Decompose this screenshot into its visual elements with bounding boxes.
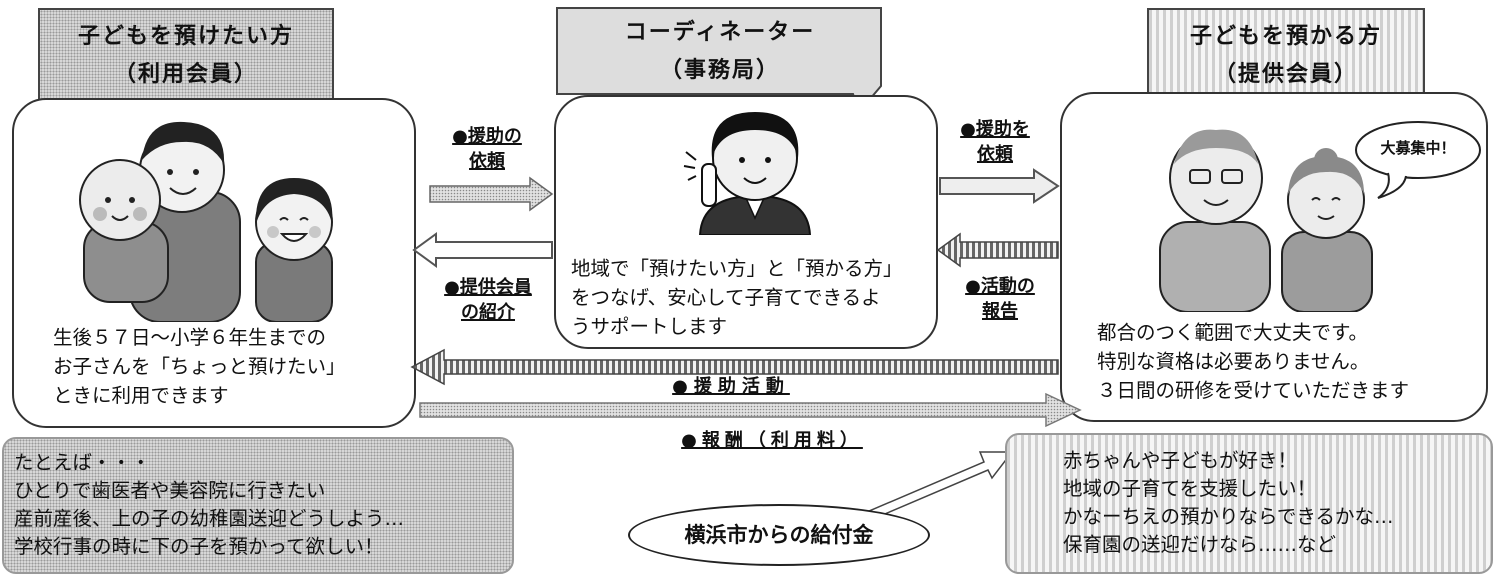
label-line: ●援助活動	[672, 376, 790, 397]
label-line: ●援助の	[452, 126, 522, 147]
coordinator-header-line2: （事務局）	[659, 58, 780, 83]
provider-example-line: 赤ちゃんや子どもが好き！	[1063, 449, 1298, 472]
coordinator-desc-line: 地域で「預けたい方」と「預かる方」	[571, 257, 903, 280]
subsidy-label: 横浜市からの給付金	[684, 523, 874, 547]
provider-example-line: かなーちえの預かりならできるかな…	[1063, 505, 1394, 528]
subsidy-ellipse	[628, 504, 930, 566]
coordinator-description: 地域で「預けたい方」と「預かる方」 をつなげ、安心して子育てできるよ うサポート…	[571, 254, 903, 341]
provider-example-line: 地域の子育てを支援したい！	[1063, 477, 1317, 500]
user-desc-line: ときに利用できます	[53, 384, 229, 407]
provider-desc-line: 都合のつく範囲で大丈夫です。	[1097, 321, 1369, 344]
user-example-line: たとえば・・・	[14, 451, 151, 474]
provider-member-description: 都合のつく範囲で大丈夫です。 特別な資格は必要ありません。 ３日間の研修を受けて…	[1097, 318, 1409, 405]
user-member-header-line1: 子どもを預けたい方	[77, 24, 294, 49]
user-example-line: 産前産後、上の子の幼稚園送迎どうしよう…	[14, 507, 405, 530]
label-line: 依頼	[977, 144, 1013, 165]
label-activity-report: ●活動の 報告	[945, 274, 1055, 324]
arrow-remuneration	[419, 392, 1082, 428]
label-request-support-2: ●援助を 依頼	[940, 117, 1050, 167]
recruiting-bubble-shape	[1355, 121, 1481, 199]
user-example-line: ひとりで歯医者や美容院に行きたい	[14, 479, 326, 502]
label-line: ●提供会員	[444, 277, 532, 298]
provider-desc-line: 特別な資格は必要ありません。	[1097, 350, 1370, 373]
user-member-header-line2: （利用会員）	[113, 62, 258, 87]
family-illustration	[79, 121, 333, 322]
user-example-line: 学校行事の時に下の子を預かって欲しい！	[14, 535, 384, 558]
provider-member-header-line2: （提供会員）	[1213, 62, 1358, 87]
coordinator-desc-line: をつなげ、安心して子育てできるよ	[571, 286, 881, 309]
arrow-support-activity	[410, 348, 1059, 386]
recruiting-bubble-text: 大募集中！	[1380, 139, 1456, 157]
user-examples-box: たとえば・・・ ひとりで歯医者や美容院に行きたい 産前産後、上の子の幼稚園送迎ど…	[2, 437, 514, 574]
coordinator-illustration	[683, 112, 812, 235]
arrow-request-support-2	[939, 168, 1060, 204]
label-line: 依頼	[469, 151, 505, 172]
coordinator-header: コーディネーター （事務局）	[557, 8, 883, 92]
user-member-description: 生後５７日～小学６年生までの お子さんを「ちょっと預けたい」 ときに利用できます	[53, 323, 346, 410]
provider-member-header-line1: 子どもを預かる方	[1189, 24, 1382, 49]
provider-example-line: 保育園の送迎だけなら……など	[1063, 533, 1337, 556]
label-line: ●活動の	[965, 276, 1035, 297]
elderly-couple-illustration	[1159, 129, 1373, 312]
coordinator-header-line1: コーディネーター	[624, 20, 816, 45]
label-request-support: ●援助の 依頼	[432, 124, 542, 174]
user-desc-line: お子さんを「ちょっと預けたい」	[53, 355, 346, 378]
label-line: ●援助を	[960, 119, 1030, 140]
arrow-request-support	[429, 176, 554, 212]
user-desc-line: 生後５７日～小学６年生までの	[53, 326, 327, 349]
label-line: 報告	[982, 301, 1018, 322]
label-support-activity: ●援助活動	[656, 374, 806, 399]
label-remuneration: ●報酬（利用料）	[652, 428, 892, 453]
arrow-introduce-provider	[412, 232, 553, 268]
label-line: の紹介	[461, 302, 515, 323]
provider-examples-box: 赤ちゃんや子どもが好き！ 地域の子育てを支援したい！ かなーちえの預かりならでき…	[1005, 433, 1493, 574]
label-line: ●報酬（利用料）	[681, 430, 863, 451]
coordinator-desc-line: うサポートします	[571, 315, 728, 338]
arrow-activity-report	[936, 232, 1059, 268]
label-introduce-provider: ●提供会員 の紹介	[428, 275, 548, 325]
user-member-header: 子どもを預けたい方 （利用会員）	[38, 8, 334, 104]
provider-desc-line: ３日間の研修を受けていただきます	[1097, 379, 1410, 402]
